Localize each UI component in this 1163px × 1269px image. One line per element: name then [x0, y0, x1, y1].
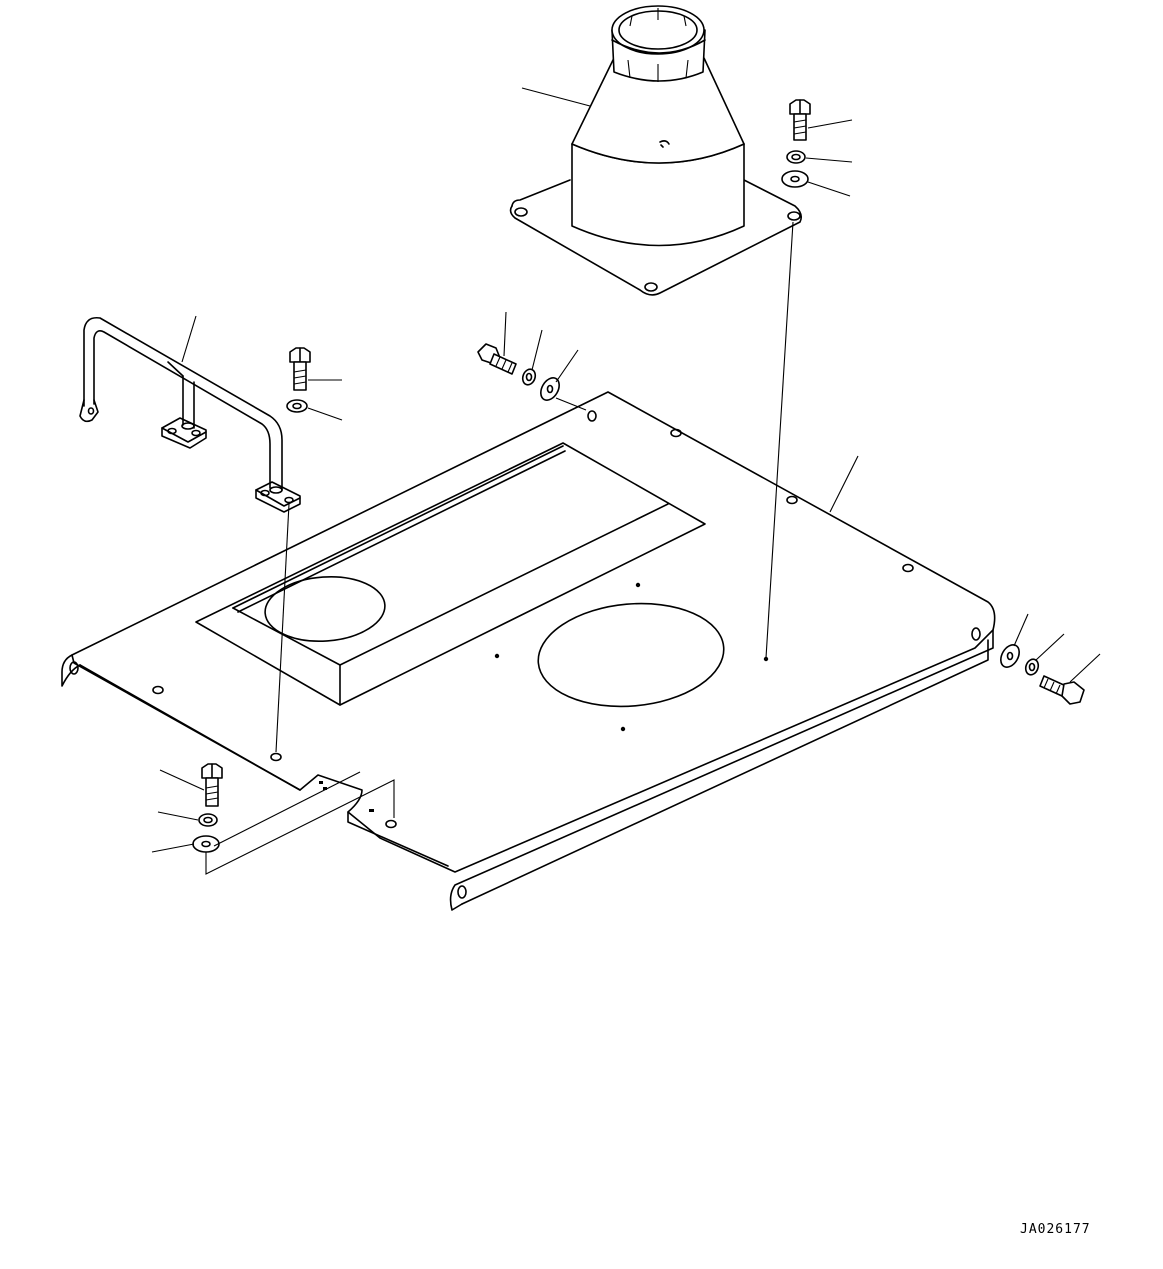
drawing-code-label: JA026177 [1020, 1222, 1091, 1237]
duct-bolt [789, 99, 811, 141]
front-bolt [201, 763, 223, 807]
front-plain-washer [192, 835, 220, 853]
duct-lock-washer [786, 150, 806, 164]
back-plain-washer [540, 377, 560, 401]
back-bolt [477, 343, 517, 375]
handrail-lock-washer [286, 399, 308, 413]
duct [509, 5, 802, 296]
cover-plate [61, 391, 996, 911]
handrail-bolt [289, 347, 311, 391]
leader-lines [151, 87, 1101, 853]
right-lock-washer [1024, 658, 1040, 676]
right-plain-washer [1000, 644, 1020, 668]
handrail [79, 316, 301, 513]
duct-plain-washer [781, 170, 809, 188]
assembly-lines [205, 221, 794, 875]
back-lock-washer [521, 368, 537, 386]
right-bolt [1039, 675, 1085, 705]
front-lock-washer [198, 813, 218, 827]
